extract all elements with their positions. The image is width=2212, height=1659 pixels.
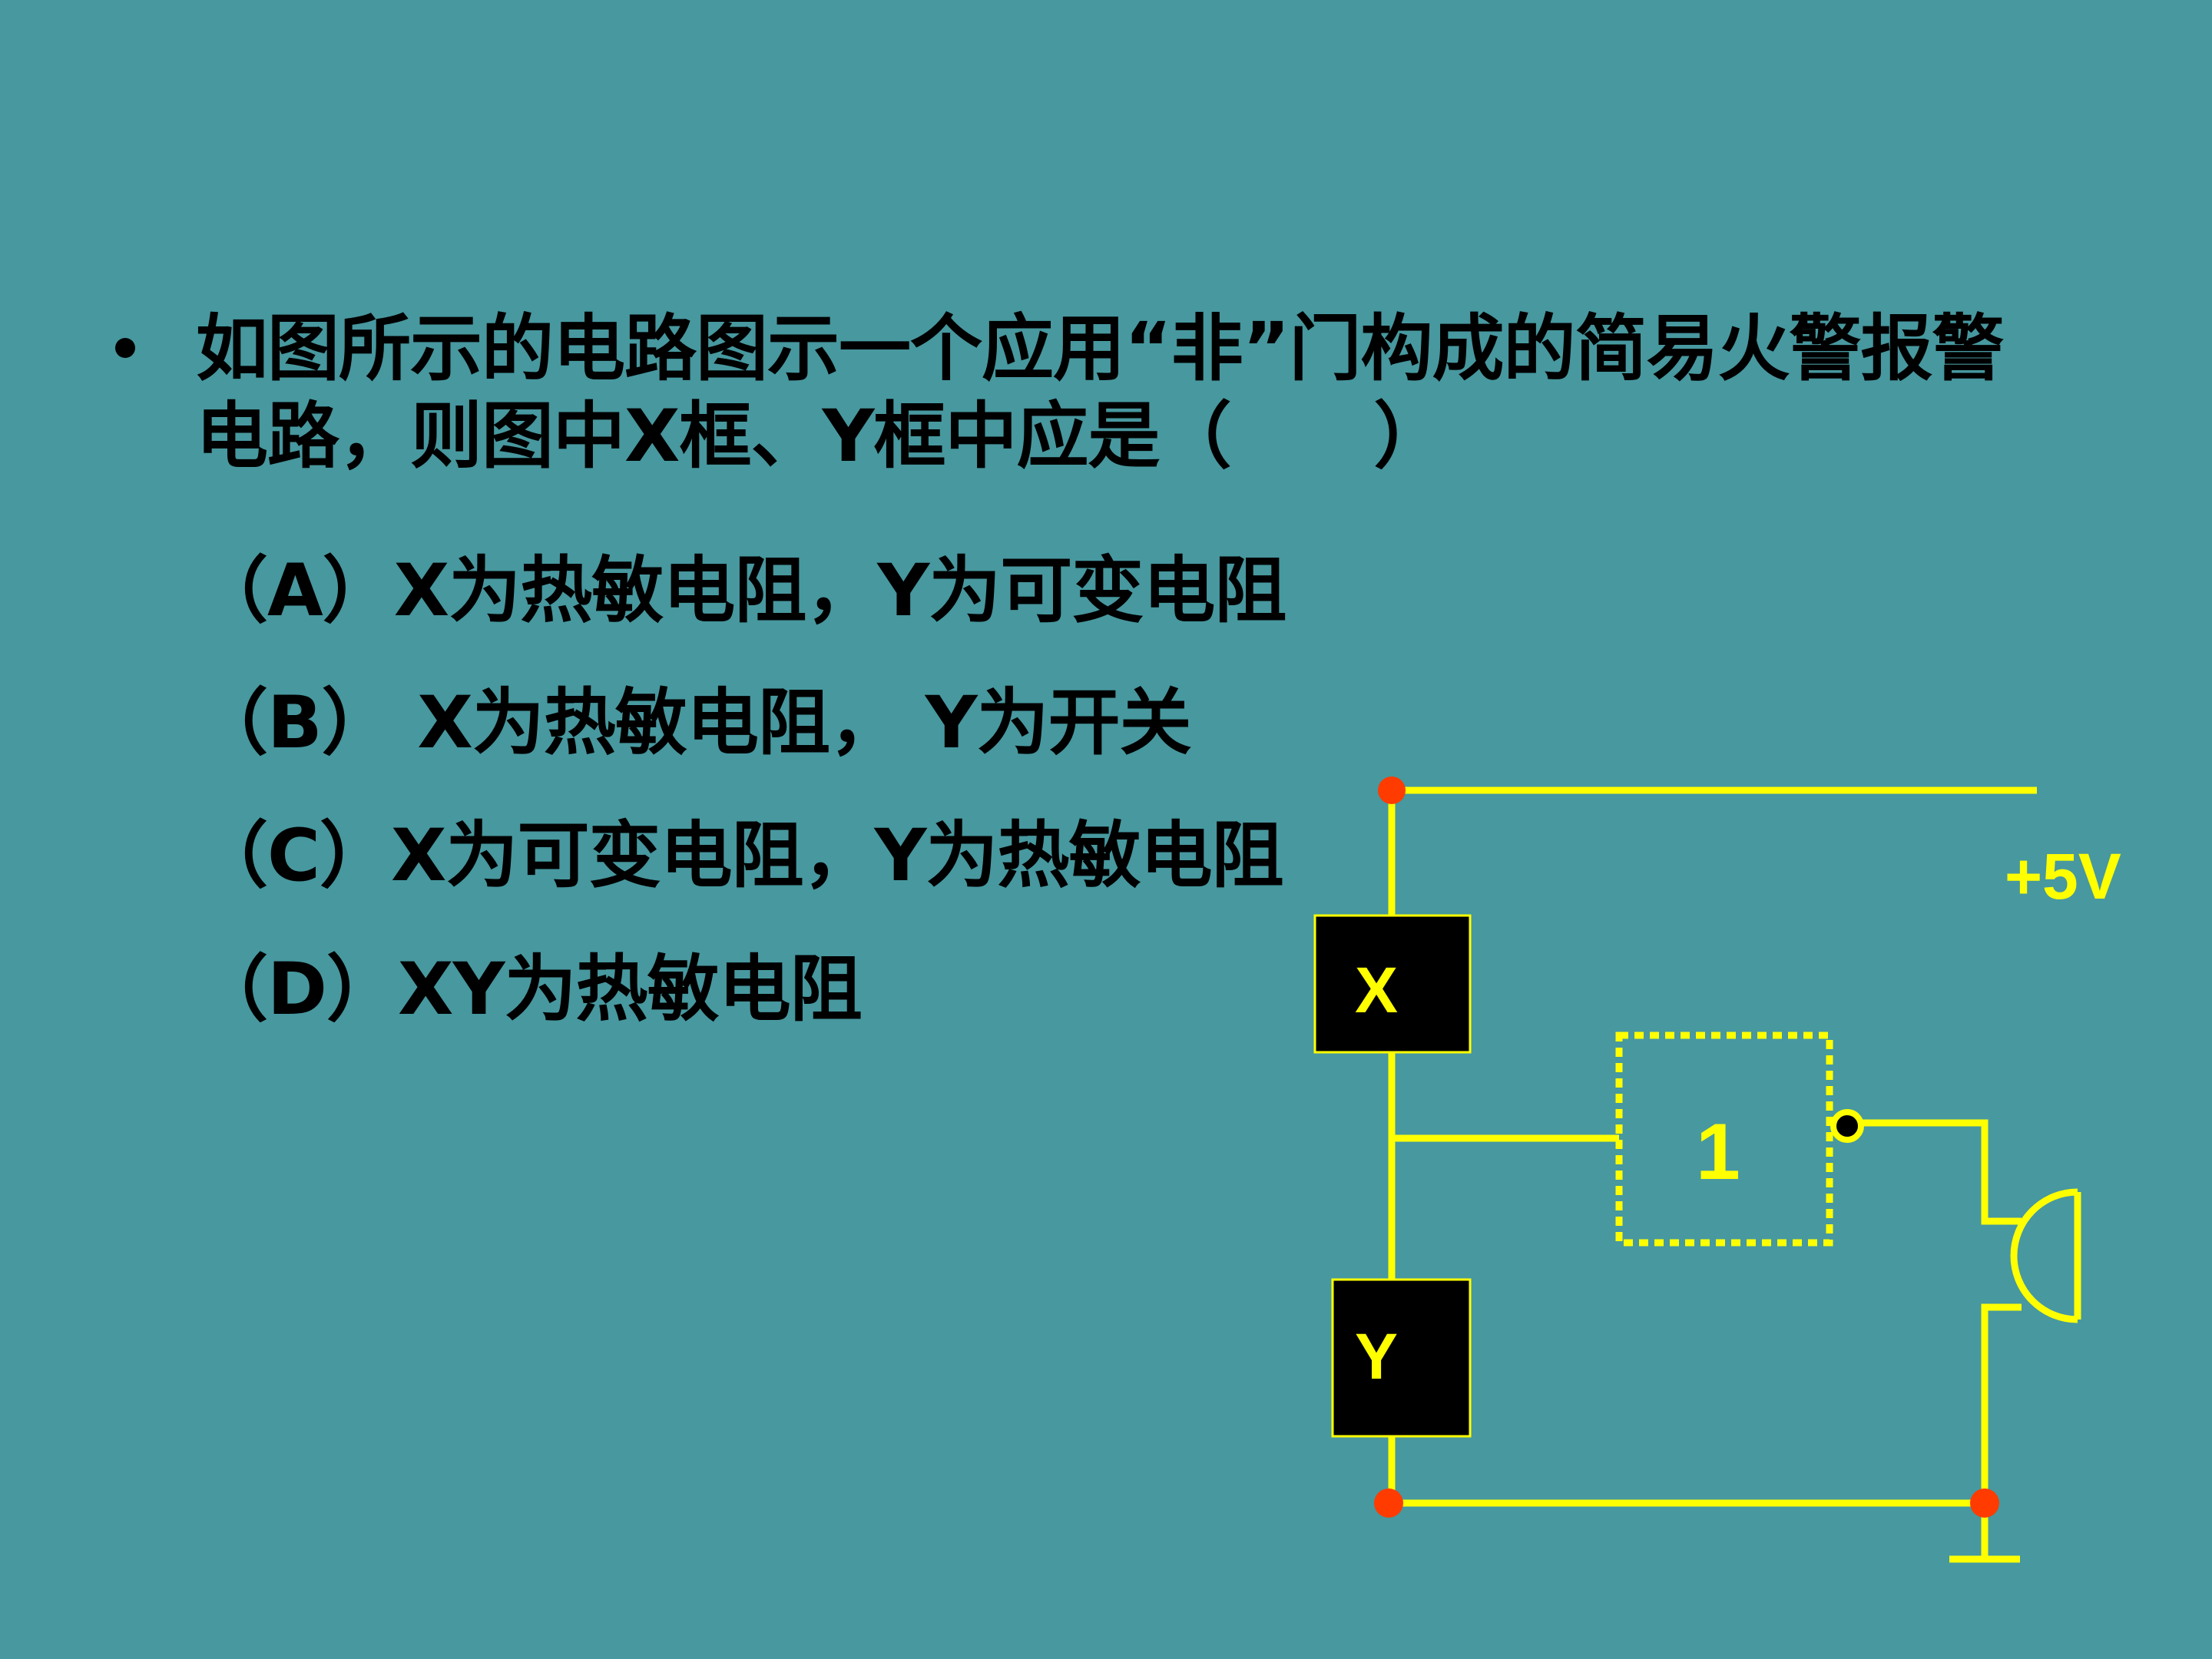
option-a: （A）X为热敏电阻，Y为可变电阻 <box>196 549 1286 633</box>
node-bottom-right <box>1970 1488 1999 1518</box>
wire-buzzer-to-ground <box>1981 1303 2022 1503</box>
bullet-icon <box>115 338 135 358</box>
node-top-left <box>1378 777 1406 804</box>
not-gate-label: 1 <box>1696 1108 1740 1197</box>
box-x <box>1313 914 1472 1054</box>
supply-voltage-label: +5V <box>2005 840 2121 912</box>
buzzer-icon <box>2010 1188 2081 1323</box>
not-gate-box <box>1615 1031 1833 1247</box>
option-b: （B） X为热敏电阻， Y为开关 <box>196 681 1192 765</box>
question-line-2: 电路，则图中X框、Y框中应是（ ） <box>196 395 1446 478</box>
option-d: （D）XY为热敏电阻 <box>196 948 863 1031</box>
question-line-1: 如图所示的电路图示一个应用“非”门构成的简易火警报警 <box>196 307 2005 391</box>
inverter-bubble-icon <box>1830 1109 1864 1143</box>
node-bottom-left <box>1374 1488 1403 1518</box>
wire-gate-to-buzzer <box>1861 1119 2022 1225</box>
question-text: 如图所示的电路图示一个应用“非”门构成的简易火警报警 电路，则图中X框、Y框中应… <box>196 306 2085 481</box>
box-y <box>1331 1278 1472 1438</box>
box-y-label: Y <box>1355 1320 1398 1392</box>
option-c: （C）X为可变电阻，Y为热敏电阻 <box>196 814 1284 898</box>
box-x-label: X <box>1355 954 1398 1026</box>
